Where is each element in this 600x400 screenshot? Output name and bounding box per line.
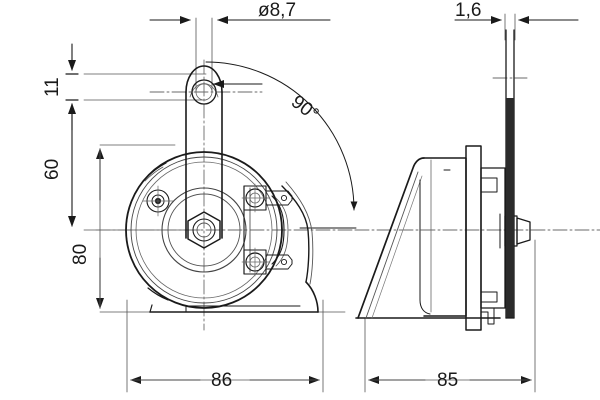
horn-body-circle — [125, 151, 283, 309]
mounting-tab — [185, 65, 223, 239]
housing-right-flank — [281, 185, 310, 283]
dim-overall-height: 80 — [70, 244, 91, 265]
center-hex-nut — [187, 211, 221, 249]
centre-lines — [95, 59, 600, 331]
base-foot — [149, 281, 319, 313]
terminal-upper — [241, 183, 293, 213]
dim-tab-height: 11 — [42, 77, 63, 97]
horn-flare — [357, 157, 431, 319]
side-view-group — [355, 29, 531, 331]
side-lower-tab — [480, 307, 495, 325]
dim-angle: 90° — [287, 91, 323, 125]
dim-center-height: 60 — [42, 159, 63, 180]
rear-stud — [499, 213, 531, 249]
dim-side-depth: 85 — [437, 370, 458, 391]
extension-lines — [83, 13, 536, 393]
dim-front-width: 86 — [211, 370, 232, 391]
side-housing — [423, 145, 506, 331]
housing-right-flank-inner — [285, 181, 314, 285]
dim-bracket-thickness: 1,6 — [455, 0, 481, 21]
bracket-plate — [505, 29, 515, 319]
dim-diameter-hole: ø8,7 — [258, 0, 296, 21]
hub-circles — [161, 187, 247, 273]
dim-11-ticks — [65, 73, 79, 101]
front-view-group — [125, 65, 319, 313]
rivet-detail — [142, 185, 174, 217]
terminal-lower — [241, 247, 293, 277]
